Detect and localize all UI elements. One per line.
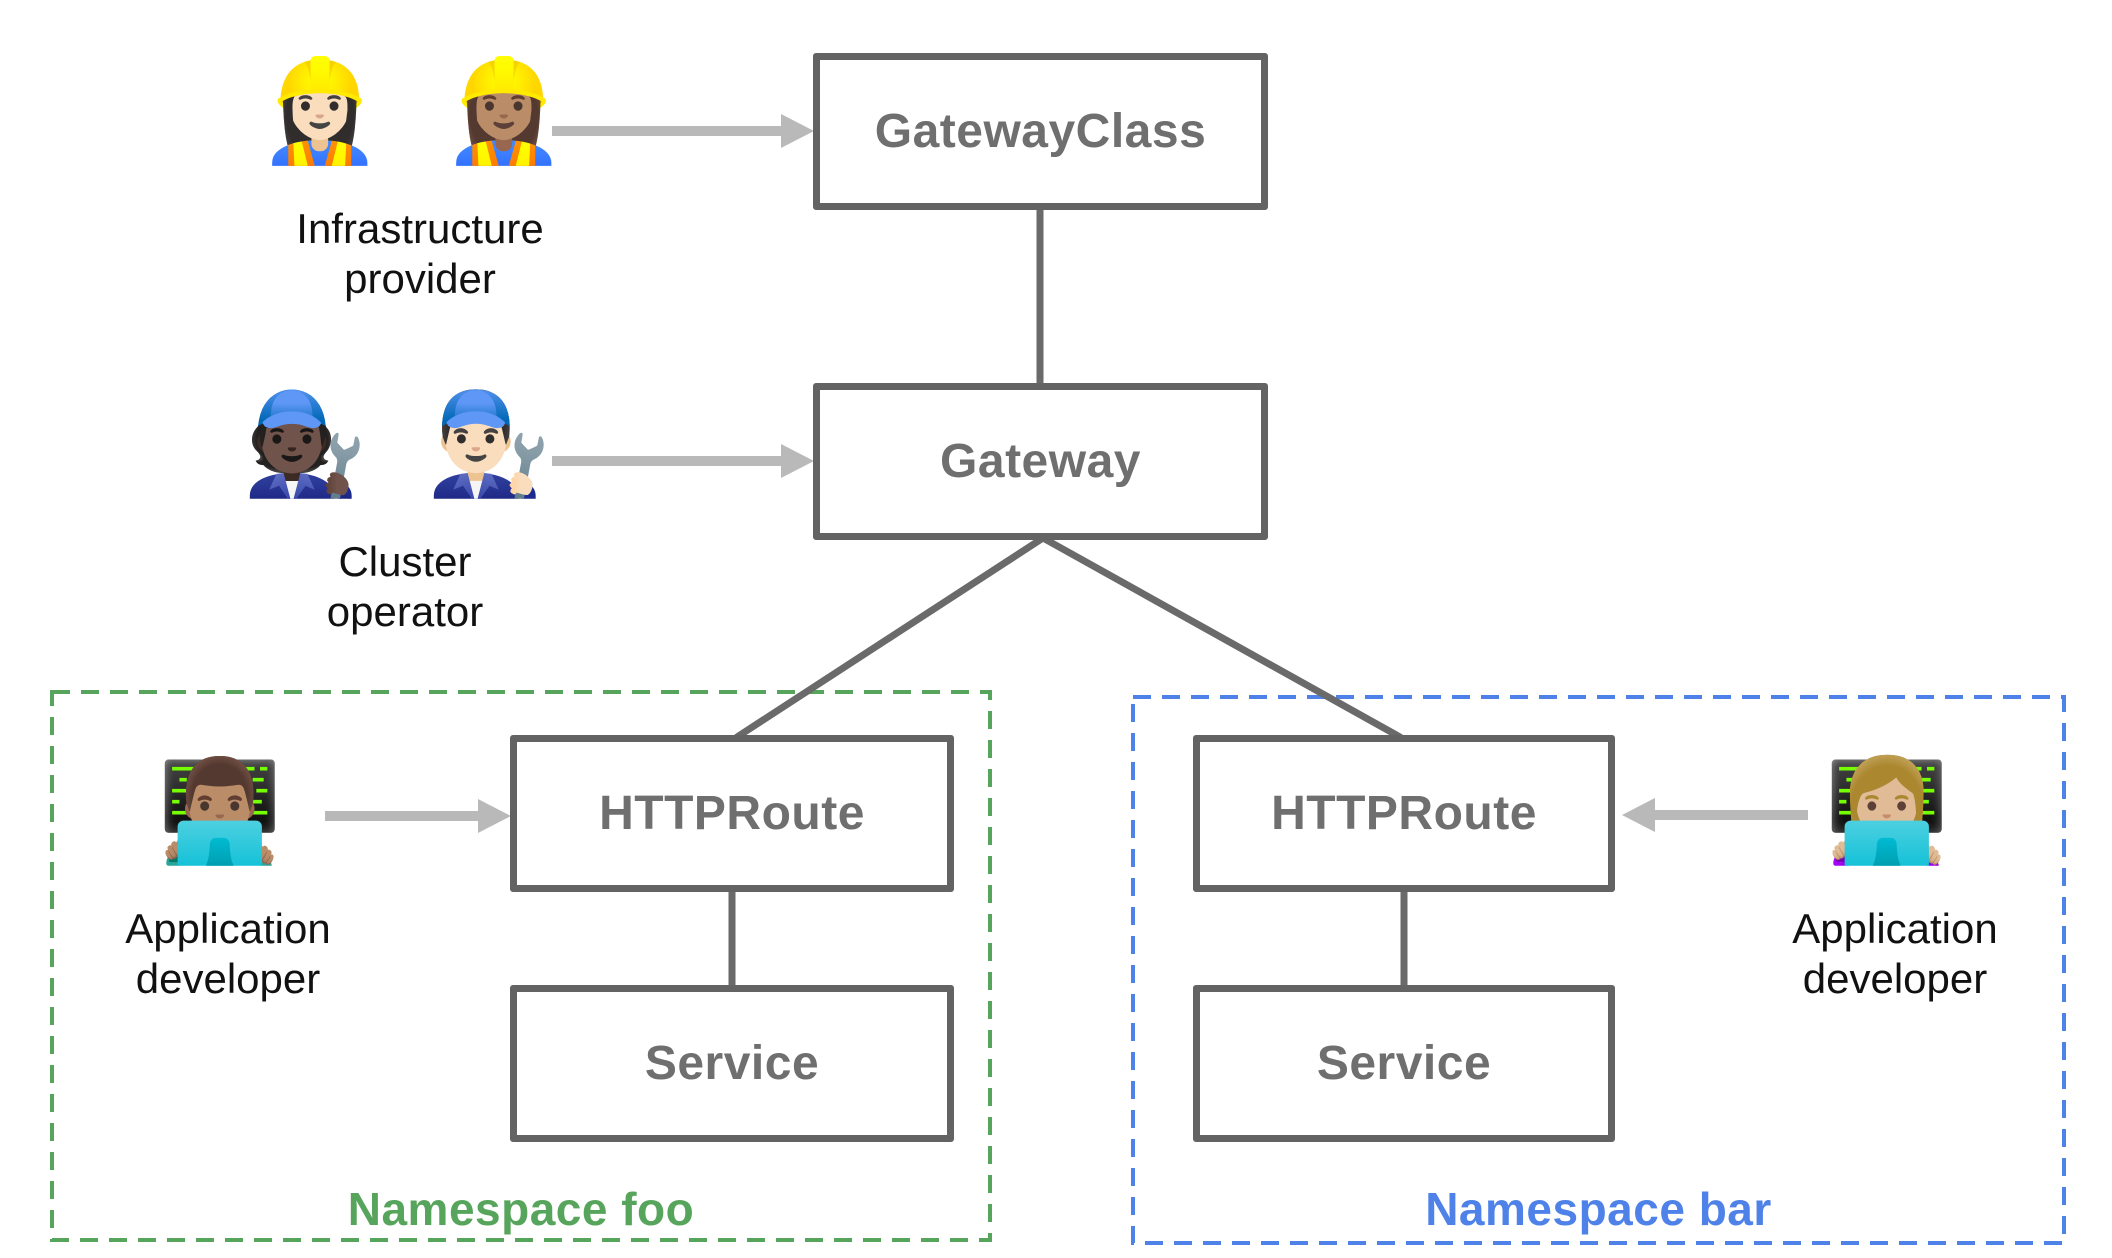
arrow-right-head-icon — [781, 114, 814, 148]
node-httproute-foo-label: HTTPRoute — [599, 787, 865, 840]
node-httproute-bar: HTTPRoute — [1193, 735, 1615, 892]
woman-technologist-emoji-icon: 👩🏼‍💻 — [1824, 755, 1966, 867]
persona-cluster-operator: 🧑🏿‍🔧 👨🏻‍🔧 Cluster operator — [235, 385, 575, 636]
mechanic-emojis-icon: 🧑🏿‍🔧 👨🏻‍🔧 — [242, 388, 568, 500]
arrow-developer-to-httproute-bar — [1622, 798, 1808, 832]
node-service-foo-label: Service — [644, 1037, 820, 1090]
persona-app-developer-bar: 👩🏼‍💻 Application developer — [1725, 752, 2065, 1003]
node-gateway: Gateway — [813, 383, 1268, 540]
node-gatewayclass: GatewayClass — [813, 53, 1268, 210]
node-service-bar: Service — [1193, 985, 1615, 1142]
node-httproute-foo: HTTPRoute — [510, 735, 954, 892]
persona-cluster-operator-label: Cluster operator — [326, 538, 484, 635]
edge-gateway-httproute-foo — [733, 534, 1047, 741]
arrow-cluster-operator-to-gateway — [552, 444, 814, 478]
construction-worker-emojis-icon: 👷🏻‍♀️ 👷🏽‍♀️ — [257, 55, 583, 167]
node-service-bar-label: Service — [1316, 1037, 1492, 1090]
node-service-foo: Service — [510, 985, 954, 1142]
namespace-bar-label: Namespace bar — [1425, 1183, 1772, 1235]
namespace-foo-border — [50, 690, 992, 1242]
namespace-bar-border — [1131, 695, 2066, 1245]
arrow-right-head-icon — [781, 444, 814, 478]
persona-app-developer-bar-label: Application developer — [1792, 905, 1998, 1002]
node-gatewayclass-label: GatewayClass — [874, 105, 1207, 158]
persona-infrastructure-provider-label: Infrastructure provider — [296, 205, 544, 302]
arrow-left-head-icon — [1622, 798, 1655, 832]
namespace-foo-label: Namespace foo — [347, 1183, 695, 1235]
arrow-infrastructure-to-gatewayclass — [552, 114, 814, 148]
node-gateway-label: Gateway — [940, 435, 1141, 488]
edge-gateway-httproute-bar — [1039, 534, 1404, 741]
persona-app-developer-foo: 👨🏽‍💻 Application developer — [58, 752, 398, 1003]
persona-app-developer-foo-label: Application developer — [125, 905, 331, 1002]
persona-infrastructure-provider: 👷🏻‍♀️ 👷🏽‍♀️ Infrastructure provider — [250, 52, 590, 303]
man-technologist-emoji-icon: 👨🏽‍💻 — [157, 755, 299, 867]
arrow-developer-to-httproute-foo — [325, 799, 511, 833]
arrow-right-head-icon — [478, 799, 511, 833]
node-httproute-bar-label: HTTPRoute — [1271, 787, 1537, 840]
